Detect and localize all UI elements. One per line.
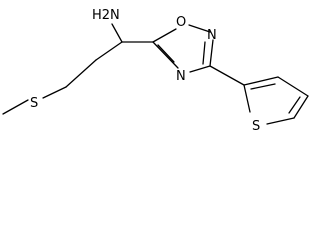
bond-ch-nh2 — [111, 23, 123, 43]
bond-c3-thiophene — [209, 65, 245, 86]
bond-c2-s1 — [243, 84, 251, 113]
bond-ch2-ch2 — [65, 59, 97, 88]
bond-s1-c5t — [266, 117, 295, 125]
bond-c3t-c2-double — [250, 83, 276, 90]
bond-ch2-ch — [95, 41, 123, 61]
thioether-sulfur-label: S — [30, 96, 38, 111]
amine-label: H2N — [92, 8, 120, 23]
bond-c5t-c4t — [293, 95, 309, 119]
molecule-structure: H2N S O N N S — [2, 8, 309, 134]
bond-n4-c5-double — [157, 44, 175, 63]
bond-n2-c3 — [209, 39, 214, 67]
bond-o1-n2 — [188, 24, 211, 33]
bond-c5-o1 — [152, 28, 177, 43]
bond-n4-c5 — [152, 41, 179, 69]
bond-s-ch2 — [42, 86, 67, 99]
ring-nitrogen-bottom-label: N — [176, 69, 186, 84]
ring-nitrogen-top-label: N — [207, 28, 217, 43]
bond-n2-c3-double — [202, 41, 206, 65]
ring-oxygen-label: O — [176, 15, 186, 30]
bond-c5t-c4t-double — [288, 96, 301, 114]
bond-c3t-c2 — [243, 76, 279, 86]
thiophene-sulfur-label: S — [252, 119, 260, 134]
bond-ch3-s — [2, 99, 29, 115]
bond-c4t-c3t — [277, 76, 309, 97]
bond-c3-n4 — [189, 65, 211, 73]
